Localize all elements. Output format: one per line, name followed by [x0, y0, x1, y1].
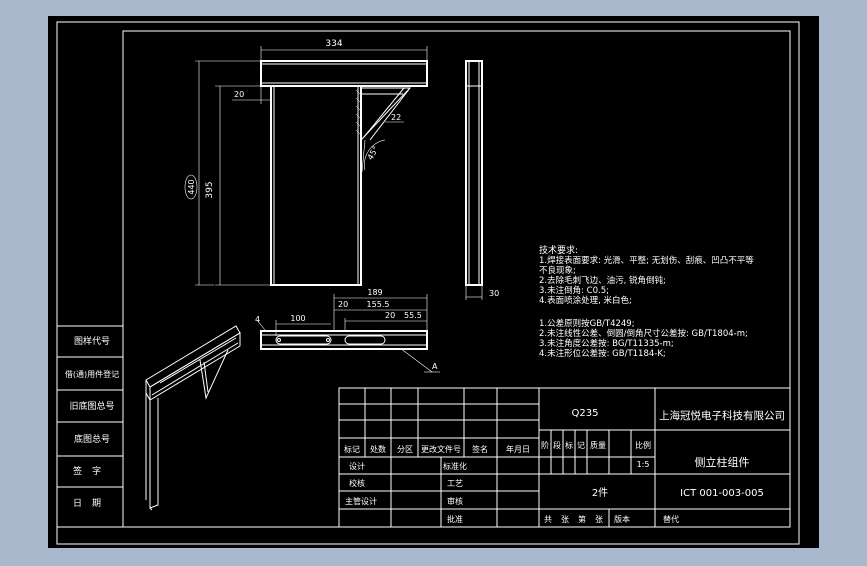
tb-sign-5: 审核 — [447, 496, 463, 506]
tb-sign-0: 设计 — [349, 461, 365, 471]
tb-sign-1: 标准化 — [443, 461, 467, 471]
tb-sign-6: 批准 — [447, 514, 463, 524]
dim-plan-d: 20 — [385, 311, 395, 320]
dim-height-total: 440 — [187, 179, 196, 194]
tb-company: 上海冠悦电子科技有限公司 — [659, 409, 785, 422]
tb-bottom-0: 共 — [544, 515, 552, 524]
side-view: 30 — [465, 60, 499, 300]
tb-bottom-5: 替代 — [663, 514, 679, 524]
dim-plan-c: 155.5 — [367, 300, 390, 309]
dim-plan-left: 4 — [255, 315, 260, 324]
tb-sign-2: 校核 — [349, 478, 365, 488]
tb-stage-0: 阶 — [541, 440, 549, 450]
title-block: 标记 处数 分区 更改文件号 签名 年月日 设计 标准化 校核 工艺 主管设计 … — [338, 387, 791, 528]
tb-material: Q235 — [572, 408, 599, 419]
tech-line-0: 1.焊接表面要求: 光滑、平整; 无划伤、刮痕、凹凸不平等 — [539, 255, 754, 266]
section-mark: A — [432, 362, 438, 371]
isometric-view — [145, 325, 241, 511]
tb-header-2: 分区 — [397, 445, 413, 454]
tb-stage-4: 质量 — [590, 440, 606, 450]
tech-heading: 技术要求: — [539, 244, 578, 256]
dim-plan-b: 20 — [338, 300, 348, 309]
tol-line-1: 2.未注线性公差、倒圆/倒角尺寸公差按: GB/T1804-m; — [539, 328, 748, 339]
front-view: 45° 22 334 20 395 440 — [184, 39, 428, 286]
tb-scale: 1:5 — [637, 460, 650, 469]
tech-line-3: 3.未注倒角: C0.5; — [539, 285, 609, 296]
dim-brace-leg: 22 — [391, 113, 401, 122]
tech-line-4: 4.表面喷涂处理, 米白色; — [539, 295, 632, 306]
tb-header-4: 签名 — [472, 444, 488, 454]
tb-header-1: 处数 — [370, 444, 386, 454]
tb-sign-4: 主管设计 — [345, 496, 377, 506]
tb-quantity: 2件 — [592, 487, 608, 499]
tol-line-2: 3.未注角度公差按: BG/T11335-m; — [539, 338, 674, 349]
dim-plan-e: 55.5 — [404, 311, 422, 320]
plan-view: 189 20 155.5 20 55.5 100 4 A — [255, 288, 440, 373]
left-signature-strip: 图样代号 借(通)用件登记 旧底图总号 底图总号 签字 日期 — [56, 325, 124, 528]
dim-left-offset: 20 — [234, 90, 244, 99]
strip-label-5: 日期 — [73, 498, 111, 509]
tol-line-0: 1.公差原则按GB/T4249; — [539, 318, 635, 329]
tb-stage-2: 标 — [565, 440, 573, 450]
dim-top-width: 334 — [325, 39, 342, 49]
dim-height-inner: 395 — [205, 181, 215, 198]
outer-frame — [56, 21, 800, 545]
tb-header-3: 更改文件号 — [421, 444, 461, 454]
dim-side-thickness: 30 — [489, 289, 499, 298]
tech-line-2: 2.去除毛刺飞边、油污, 锐角倒钝; — [539, 275, 666, 286]
sheet-background — [48, 16, 819, 548]
tb-header-5: 年月日 — [506, 444, 530, 454]
dim-plan-a: 100 — [290, 314, 305, 323]
tb-stage-1: 段 — [553, 440, 561, 450]
strip-label-2: 旧底图总号 — [69, 400, 114, 412]
tb-bottom-3: 张 — [595, 515, 603, 524]
tb-bottom-1: 张 — [561, 515, 569, 524]
strip-label-1: 借(通)用件登记 — [65, 369, 119, 379]
tb-bottom-4: 版本 — [614, 514, 630, 524]
dim-plan-length: 189 — [367, 288, 382, 297]
tol-line-3: 4.未注形位公差按: GB/T1184-K; — [539, 348, 666, 359]
tb-header-0: 标记 — [344, 444, 360, 454]
tb-part-name: 侧立柱组件 — [695, 455, 750, 469]
tech-line-1: 不良现象; — [539, 265, 576, 276]
strip-label-3: 底图总号 — [74, 433, 110, 445]
tb-stage-5: 比例 — [635, 440, 651, 450]
tb-sign-3: 工艺 — [447, 479, 463, 488]
strip-label-0: 图样代号 — [74, 335, 110, 347]
technical-notes: 技术要求: 1.焊接表面要求: 光滑、平整; 无划伤、刮痕、凹凸不平等 不良现象… — [539, 244, 754, 359]
tb-bottom-2: 第 — [578, 514, 586, 524]
strip-label-4: 签字 — [73, 465, 111, 477]
tb-drawing-number: ICT 001-003-005 — [680, 488, 764, 499]
tb-stage-3: 记 — [577, 441, 585, 450]
